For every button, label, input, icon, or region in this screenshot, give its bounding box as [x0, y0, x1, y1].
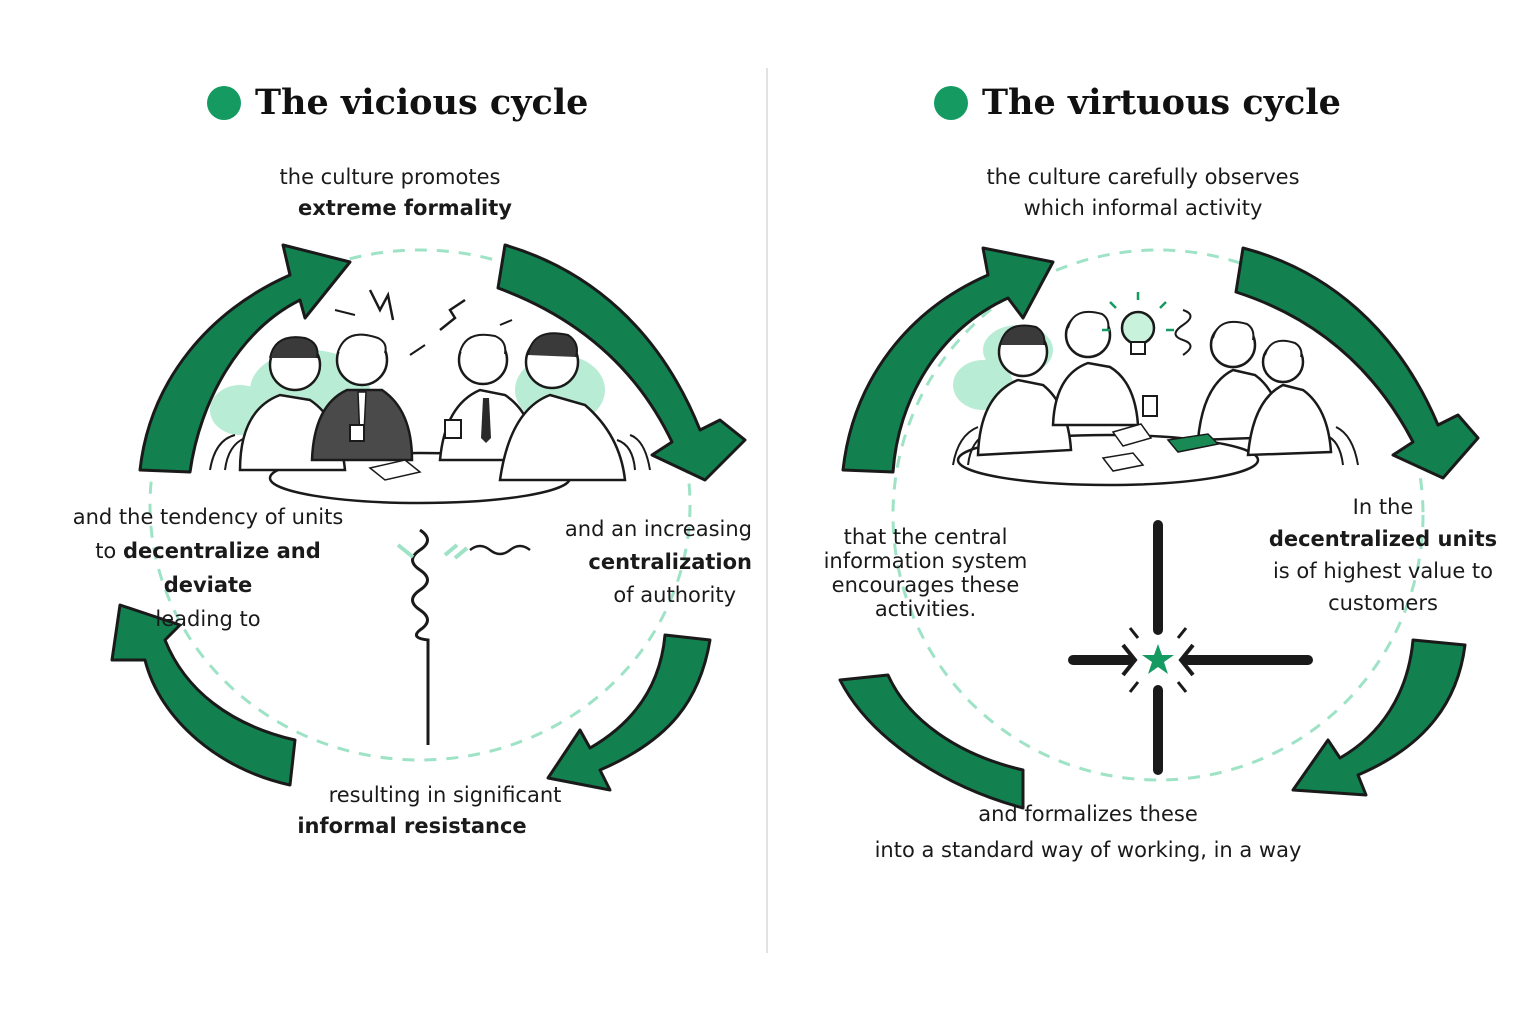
virtuous-right-line1: In the [1352, 495, 1414, 519]
vicious-right-line2: centralization [588, 550, 752, 574]
cycle-arrow-icon [841, 246, 1055, 474]
panel-divider [766, 68, 768, 953]
vicious-right-line1: and an increasing [564, 517, 752, 541]
virtuous-top-line1: the culture carefully observes [986, 165, 1300, 189]
vicious-cycle-panel: The vicious cycle the culture promotes e… [48, 82, 752, 842]
cycle-arrow-icon [1234, 246, 1480, 480]
bullet-dot-icon [934, 85, 968, 120]
vicious-bottom-line2: informal resistance [297, 814, 527, 838]
vicious-bottom-label: resulting in significant informal resist… [260, 780, 600, 842]
bullet-dot-icon [207, 85, 241, 120]
virtuous-bottom-label: and formalizes these into a standard way… [858, 796, 1318, 868]
virtuous-cycle-title-text: The virtuous cycle [982, 82, 1341, 123]
cycle-arrow-icon [546, 633, 712, 792]
virtuous-right-line2: decentralized units [1268, 527, 1498, 551]
virtuous-left-label: that the central information system enco… [808, 525, 1043, 621]
virtuous-cycle-title: The virtuous cycle [934, 82, 1341, 123]
virtuous-left-line1: that the central [843, 525, 1008, 549]
cycle-arrow-icon [838, 673, 1025, 810]
vicious-top-line2: extreme formality [298, 196, 512, 220]
cycle-ring [891, 248, 1425, 782]
vicious-left-line1: and the tendency of units [72, 505, 344, 529]
virtuous-bottom-line2: into a standard way of working, in a way [874, 838, 1302, 862]
cycle-arrow-icon [496, 243, 747, 482]
vicious-left-line3: leading to [155, 607, 261, 631]
vicious-top-label: the culture promotes extreme formality [240, 162, 540, 224]
virtuous-cycle-diagram [838, 246, 1480, 810]
cycle-arrow-icon [138, 243, 352, 474]
vicious-cycle-title: The vicious cycle [207, 82, 588, 123]
meeting-illustration [209, 289, 651, 505]
virtuous-left-line3: encourages these [831, 573, 1020, 597]
meeting-illustration [952, 292, 1359, 487]
vicious-left-line2b: decentralize and deviate [122, 539, 321, 597]
virtuous-left-line4: activities. [874, 597, 977, 621]
vicious-top-line1: the culture promotes [279, 165, 501, 189]
virtuous-right-label: In the decentralized units is of highest… [1258, 491, 1508, 619]
virtuous-top-label: the culture carefully observes which inf… [958, 162, 1328, 224]
resistance-squiggle [411, 528, 430, 745]
virtuous-right-line3: is of highest value to [1272, 559, 1494, 583]
cycle-ring [148, 248, 692, 762]
vicious-right-line3: of authority [613, 583, 736, 607]
vicious-left-line2a: to [95, 539, 123, 563]
virtuous-left-line2: information system [823, 549, 1028, 573]
virtuous-top-line2: which informal activity [1023, 196, 1263, 220]
cycle-arrow-icon [110, 603, 297, 787]
vicious-left-label: and the tendency of units to decentraliz… [48, 500, 368, 636]
virtuous-cycle-panel: The virtuous cycle the culture carefully… [768, 0, 1536, 1024]
vicious-cycle-diagram [110, 243, 747, 792]
virtuous-right-line4: customers [1328, 591, 1438, 615]
vicious-right-label: and an increasing centralization of auth… [520, 513, 752, 612]
star-icon [1142, 644, 1174, 674]
cycle-arrow-icon [1291, 638, 1467, 797]
virtuous-bottom-line1: and formalizes these [978, 802, 1198, 826]
lightbulb-icon [1102, 292, 1174, 355]
vicious-cycle-title-text: The vicious cycle [255, 82, 589, 123]
vicious-bottom-line1: resulting in significant [328, 783, 562, 807]
